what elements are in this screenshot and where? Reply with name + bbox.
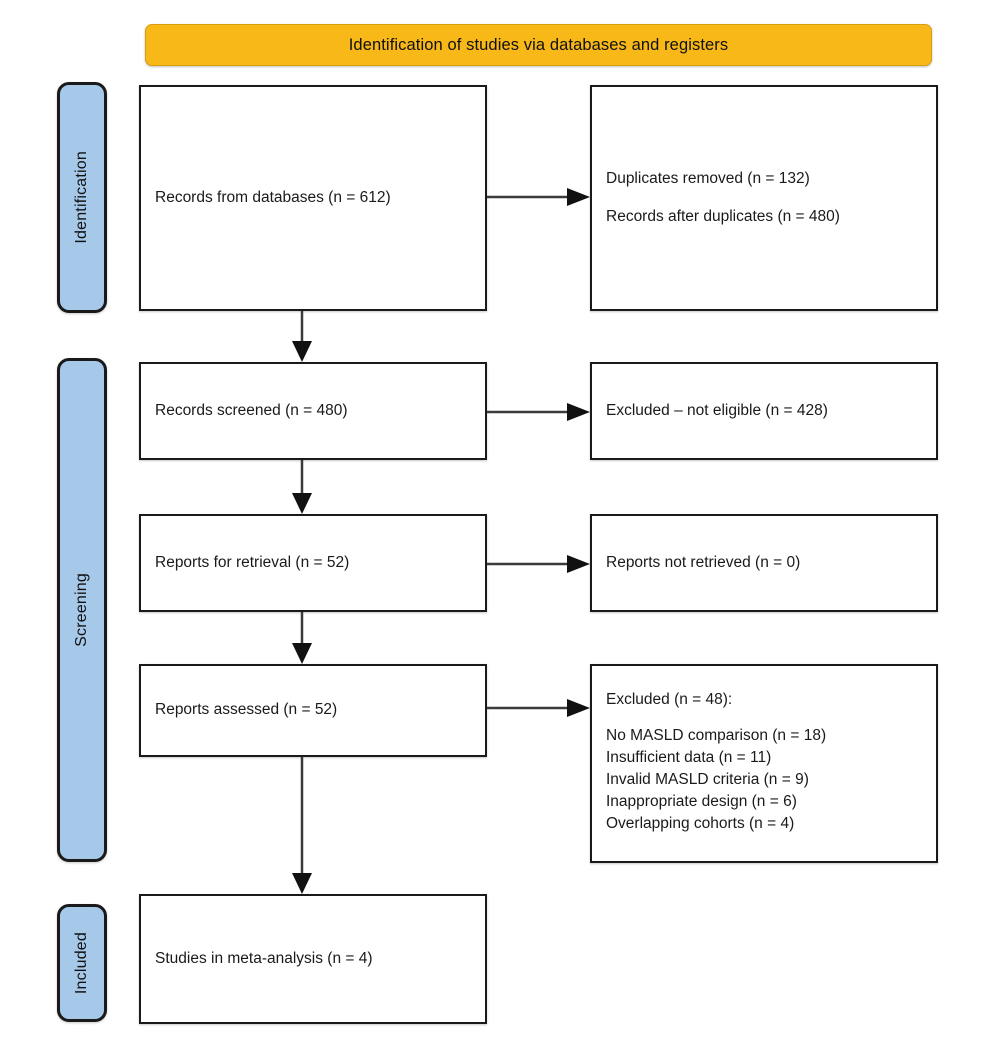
box-reports-for-retrieval: Reports for retrieval (n = 52) <box>139 514 487 612</box>
stage-label-included: Included <box>57 904 107 1022</box>
box-duplicates-removed-line-1: Duplicates removed (n = 132) <box>606 169 810 187</box>
stage-label-screening-text: Screening <box>73 573 90 647</box>
arrow-retrieval-to-assessed <box>292 612 312 664</box>
box-excluded-heading: Excluded (n = 48): <box>606 691 733 708</box>
excluded-reasons-list: No MASLD comparison (n = 18) Insufficien… <box>606 725 922 835</box>
stage-label-included-text: Included <box>73 931 90 995</box>
arrow-assessed-to-excluded-reasons <box>487 699 591 717</box>
box-duplicates-removed-line-2: Records after duplicates (n = 480) <box>606 208 840 225</box>
box-reports-assessed: Reports assessed (n = 52) <box>139 664 487 757</box>
box-reports-for-retrieval-line-1: Reports for retrieval (n = 52) <box>155 553 350 571</box>
arrow-databases-to-duplicates <box>487 188 591 206</box>
arrow-retrieval-to-not-retrieved <box>487 555 591 573</box>
box-records-from-databases: Records from databases (n = 612) <box>139 85 487 311</box>
box-records-from-databases-line-1: Records from databases (n = 612) <box>155 188 391 206</box>
box-reports-not-retrieved: Reports not retrieved (n = 0) <box>590 514 938 612</box>
stage-label-identification-text: Identification <box>73 151 90 244</box>
diagram-header-banner: Identification of studies via databases … <box>145 24 932 66</box>
box-studies-in-meta-analysis: Studies in meta-analysis (n = 4) <box>139 894 487 1024</box>
box-reports-not-retrieved-line-1: Reports not retrieved (n = 0) <box>606 553 801 571</box>
arrow-assessed-to-included <box>292 757 312 894</box>
box-reports-assessed-line-1: Reports assessed (n = 52) <box>155 701 338 719</box>
box-excluded-not-eligible-line-1: Excluded – not eligible (n = 428) <box>606 401 828 419</box>
excluded-reason-item: No MASLD comparison (n = 18) <box>606 727 827 745</box>
stage-label-screening: Screening <box>57 358 107 862</box>
excluded-reason-item: Insufficient data (n = 11) <box>606 749 772 767</box>
box-excluded-with-reasons: Excluded (n = 48): No MASLD comparison (… <box>590 664 938 863</box>
arrow-screened-to-retrieval <box>292 460 312 514</box>
stage-label-identification: Identification <box>57 82 107 313</box>
excluded-reason-item: Overlapping cohorts (n = 4) <box>606 815 795 833</box>
excluded-reason-item: Invalid MASLD criteria (n = 9) <box>606 771 809 789</box>
box-records-screened: Records screened (n = 480) <box>139 362 487 460</box>
box-studies-in-meta-analysis-line-1: Studies in meta-analysis (n = 4) <box>155 949 373 967</box>
box-duplicates-removed: Duplicates removed (n = 132) Records aft… <box>590 85 938 311</box>
box-excluded-not-eligible: Excluded – not eligible (n = 428) <box>590 362 938 460</box>
arrow-screened-to-excluded <box>487 403 591 421</box>
diagram-title: Identification of studies via databases … <box>348 35 729 54</box>
arrow-databases-to-screened <box>292 311 312 362</box>
excluded-reason-item: Inappropriate design (n = 6) <box>606 793 797 811</box>
box-records-screened-line-1: Records screened (n = 480) <box>155 401 348 419</box>
